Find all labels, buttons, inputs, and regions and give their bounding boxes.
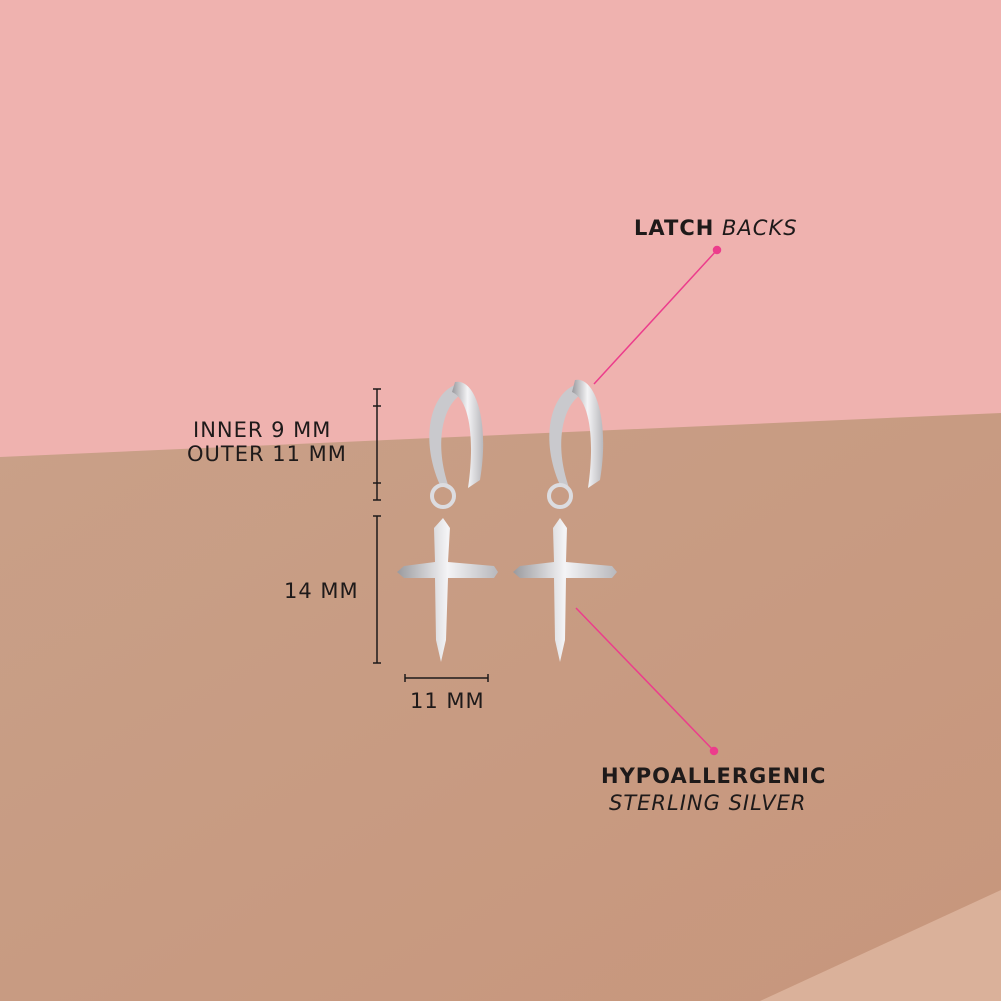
callout-leaders: [575, 245, 722, 756]
hoop-inner-dimension: INNER 9 MM: [193, 418, 332, 442]
callout-italic: BACKS: [722, 216, 798, 240]
material-callout-title: HYPOALLERGENIC: [601, 764, 827, 788]
hoop-outer-dimension: OUTER 11 MM: [187, 442, 347, 466]
callout-bold: LATCH: [634, 216, 715, 240]
dimension-lines: [373, 388, 489, 682]
cross-width-dimension: 11 MM: [410, 689, 485, 713]
latch-backs-callout: LATCH BACKS: [634, 216, 798, 240]
earring-right: [513, 379, 617, 662]
earring-left: [397, 381, 498, 662]
tan-surface: [0, 413, 1001, 1001]
cross-height-dimension: 14 MM: [284, 579, 359, 603]
light-corner: [760, 890, 1001, 1001]
material-callout-subtitle: STERLING SILVER: [609, 791, 807, 815]
earrings: [397, 379, 617, 662]
